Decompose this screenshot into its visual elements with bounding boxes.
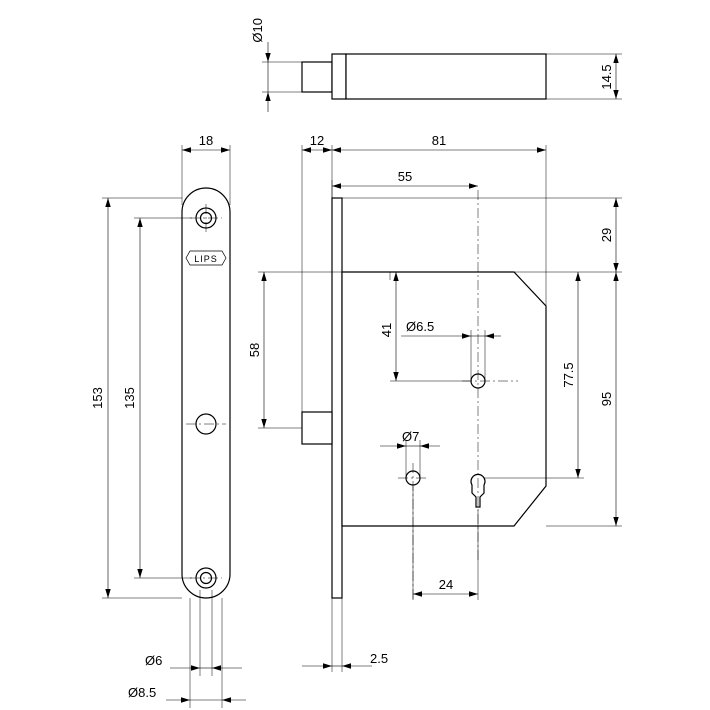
dim-bolt-diameter: Ø10 <box>250 18 271 112</box>
dim-bolt-offset: 12 <box>302 133 332 153</box>
label-hole-dist-41: 41 <box>379 323 394 337</box>
label-bolt-height: 14.5 <box>599 64 614 89</box>
label-screw-dia-6: Ø6 <box>145 653 162 668</box>
dim-hole-dia-7: Ø7 <box>380 429 440 478</box>
dim-hole-spacing: 77.5 <box>561 272 581 478</box>
label-hole-spacing: 77.5 <box>561 362 576 387</box>
logo-text: LIPS <box>194 254 218 264</box>
label-bolt-height-58: 58 <box>247 343 262 357</box>
bolt-side-view <box>262 53 622 100</box>
dim-screw-head-dia: Ø8.5 <box>128 685 246 703</box>
dim-faceplate-width: 18 <box>182 133 230 153</box>
label-case-depth: 81 <box>432 133 446 148</box>
label-bolt-diameter: Ø10 <box>250 18 265 43</box>
dim-bolt-height: 14.5 <box>599 54 619 99</box>
lock-body-side-view <box>301 190 547 600</box>
label-backset: 55 <box>398 169 412 184</box>
label-hole-dia-7: Ø7 <box>402 429 419 444</box>
dim-screw-spacing: 135 <box>122 218 143 578</box>
dim-faceplate-height: 153 <box>90 198 111 598</box>
label-faceplate-height: 153 <box>90 387 105 409</box>
label-hole-dia-65: Ø6.5 <box>406 319 434 334</box>
label-plate-thickness: 2.5 <box>370 651 388 666</box>
lips-logo: LIPS <box>185 250 227 266</box>
label-screw-spacing: 135 <box>122 387 137 409</box>
dim-backset: 55 <box>332 169 478 189</box>
label-top-to-case: 29 <box>599 228 614 242</box>
dim-case-depth: 81 <box>332 133 546 153</box>
dim-hole-dist-24: 24 <box>413 577 478 597</box>
dim-bolt-height-58: 58 <box>247 272 267 428</box>
dim-top-to-case: 29 <box>599 198 619 272</box>
dim-screw-dia-6: Ø6 <box>145 653 242 671</box>
label-hole-dist-24: 24 <box>439 577 453 592</box>
dim-plate-thickness: 2.5 <box>302 651 388 669</box>
label-bolt-offset: 12 <box>310 133 324 148</box>
label-case-height: 95 <box>599 392 614 406</box>
label-screw-head-dia: Ø8.5 <box>128 685 156 700</box>
label-faceplate-width: 18 <box>199 133 213 148</box>
dim-case-height: 95 <box>599 272 619 526</box>
dim-hole-dist-41: 41 <box>379 272 399 381</box>
faceplate-front-view <box>181 187 231 599</box>
dim-hole-dia-65: Ø6.5 <box>401 319 501 381</box>
